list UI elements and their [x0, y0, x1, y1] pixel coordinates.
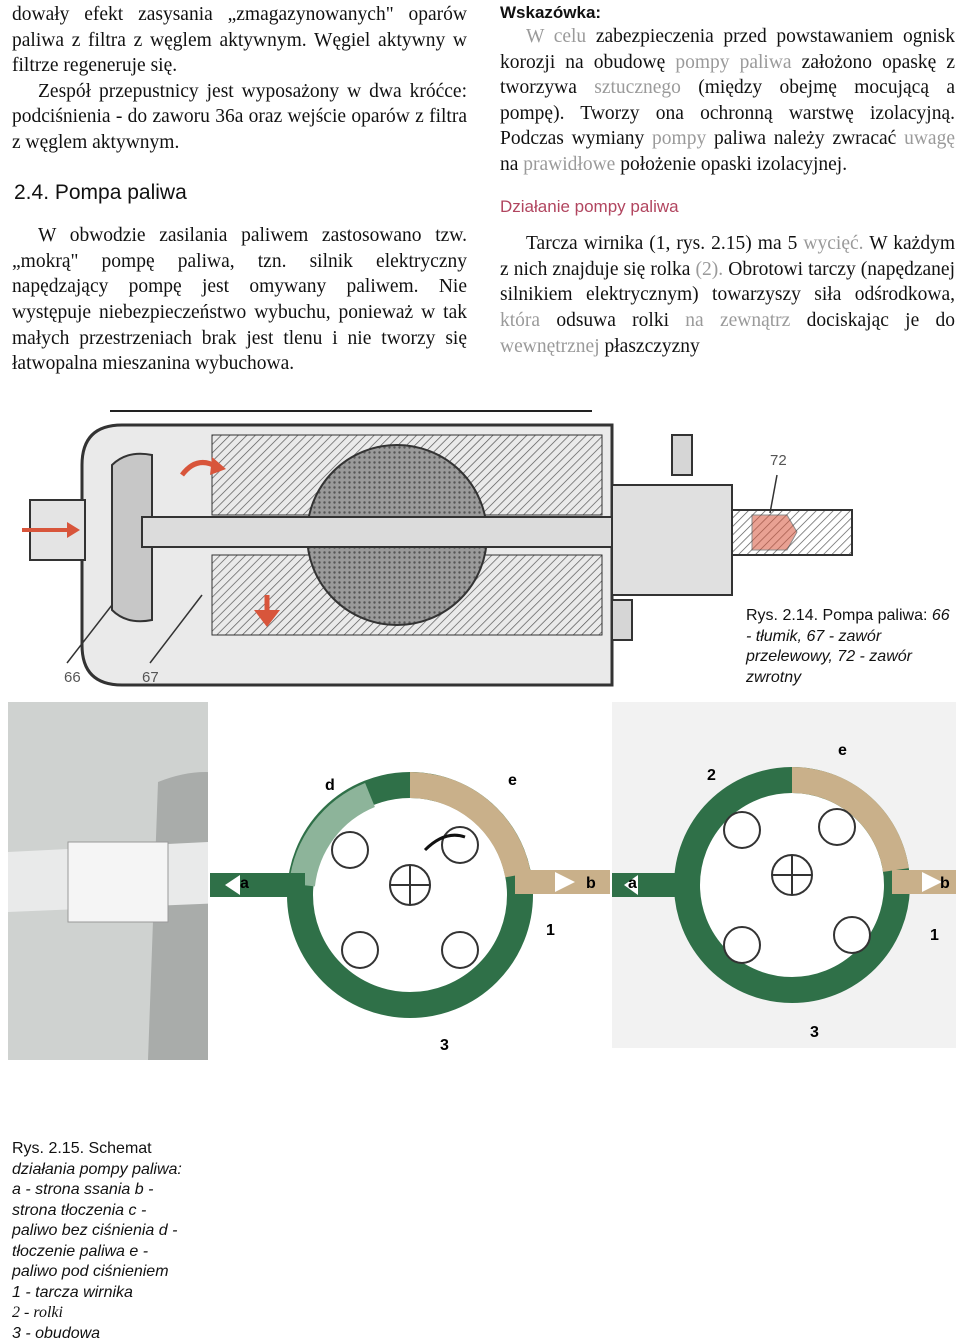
label-67: 67 [142, 669, 159, 686]
caption-line-10: 3 - obudowa [12, 1324, 101, 1342]
subheading-pump-operation: Działanie pompy paliwa [500, 196, 679, 216]
label-2-right: 2 [707, 767, 716, 784]
caption-line-6: tłoczenie paliwa e - [12, 1242, 149, 1260]
pump-cross-section-figure: 72 66 67 [22, 410, 853, 687]
roller-diagram-left: a b d e 1 3 [210, 772, 610, 1054]
label-1-left: 1 [546, 922, 555, 939]
caption-line-3: a - strona ssania b - [12, 1181, 154, 1198]
caption-line-2: działania pompy paliwa: [12, 1160, 182, 1178]
section-heading: 2.4. Pompa paliwa [14, 180, 187, 204]
caption-line-1: Rys. 2.15. Schemat [12, 1140, 152, 1157]
right-column: Wskazówka: W celu zabezpieczenia przed p… [500, 2, 955, 359]
label-3-right: 3 [810, 1024, 819, 1041]
figure-214-caption: Rys. 2.14. Pompa paliwa: 66 - tłumik, 67… [746, 606, 956, 688]
left-column: dowały efekt zasysania „zmagazynowanych"… [12, 2, 467, 377]
figure-214-caption-title: Rys. 2.14. Pompa paliwa: [746, 607, 928, 624]
label-b-left: b [586, 875, 596, 892]
label-1-right: 1 [930, 927, 939, 944]
paragraph-filter: dowały efekt zasysania „zmagazynowanych"… [12, 4, 467, 77]
caption-line-9: 2 - rolki [12, 1304, 63, 1321]
caption-line-5: paliwo bez ciśnienia d - [12, 1222, 178, 1239]
label-3-left: 3 [440, 1037, 449, 1054]
label-b-right: b [940, 875, 950, 892]
paragraph-throttle: Zespół przepustnicy jest wyposażony w dw… [12, 80, 467, 153]
paragraph-wet-pump: W obwodzie zasilania paliwem zastosowano… [12, 225, 467, 375]
caption-line-4: strona tłoczenia c - [12, 1201, 147, 1219]
label-a-left: a [240, 875, 249, 892]
tip-paragraph: W celu zabezpieczenia przed powstawaniem… [500, 26, 956, 175]
figure-215-caption: Rys. 2.15. Schemat działania pompy paliw… [12, 1139, 252, 1344]
roller-diagram-right: a b 2 e 1 3 [612, 742, 956, 1041]
label-d-left: d [325, 777, 335, 794]
label-a-right: a [628, 875, 637, 892]
pump-operation-paragraph: Tarcza wirnika (1, rys. 2.15) ma 5 wycię… [500, 233, 955, 357]
tip-title: Wskazówka: [500, 3, 602, 22]
caption-line-7: paliwo pod ciśnieniem [12, 1263, 169, 1280]
label-66: 66 [64, 669, 81, 686]
label-e-left: e [508, 772, 517, 789]
figure-214-caption-body: 66 - tłumik, 67 - zawór przelewowy, 72 -… [746, 607, 950, 686]
caption-line-8: 1 - tarcza wirnika [12, 1283, 133, 1301]
label-72: 72 [770, 452, 787, 469]
label-e-right: e [838, 742, 847, 759]
